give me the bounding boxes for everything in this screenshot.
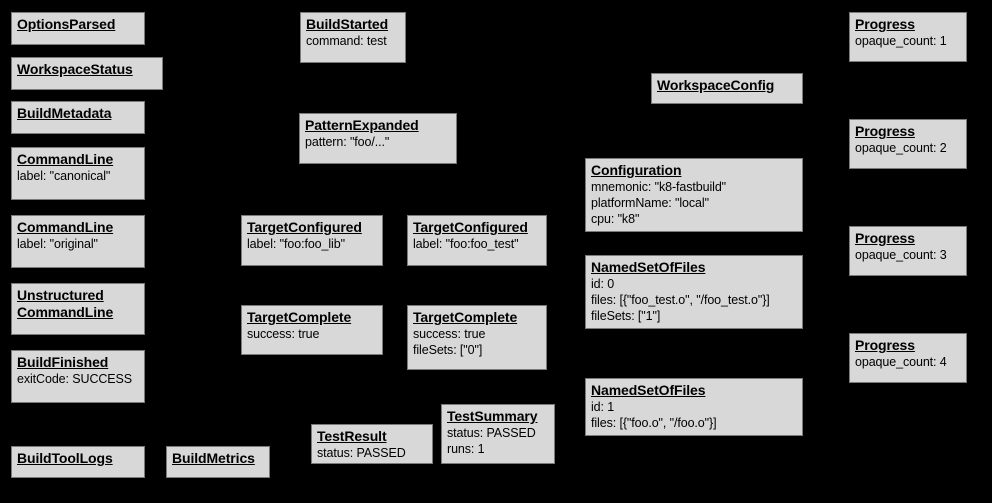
graph-node-title: CommandLine bbox=[17, 151, 114, 167]
graph-node-fields: opaque_count: 3 bbox=[855, 247, 961, 263]
graph-node-target-complete-lib[interactable]: TargetComplete success: true bbox=[241, 305, 383, 355]
graph-node-options-parsed[interactable]: OptionsParsed bbox=[11, 12, 145, 45]
graph-node-field: opaque_count: 1 bbox=[855, 34, 947, 48]
graph-node-fields: opaque_count: 4 bbox=[855, 354, 961, 370]
graph-node-fields: id: 1 files: [{"foo.o", "/foo.o"}] bbox=[591, 399, 797, 431]
graph-node-title: Configuration bbox=[591, 162, 682, 178]
graph-node-fields: status: PASSED bbox=[317, 445, 427, 461]
graph-node-title: BuildToolLogs bbox=[17, 450, 113, 466]
graph-node-test-result[interactable]: TestResult status: PASSED bbox=[311, 424, 433, 464]
graph-node-field: status: PASSED bbox=[447, 426, 536, 440]
graph-node-fields: opaque_count: 1 bbox=[855, 33, 961, 49]
graph-node-named-set-of-files-1[interactable]: NamedSetOfFiles id: 1 files: [{"foo.o", "/… bbox=[585, 378, 803, 436]
graph-node-title: TestResult bbox=[317, 428, 387, 444]
graph-node-command-line-original[interactable]: CommandLine label: "original" bbox=[11, 215, 145, 268]
graph-node-build-finished[interactable]: BuildFinished exitCode: SUCCESS bbox=[11, 350, 145, 403]
graph-node-test-summary[interactable]: TestSummary status: PASSED runs: 1 bbox=[441, 404, 555, 464]
graph-node-title: TestSummary bbox=[447, 408, 538, 424]
graph-node-progress-2[interactable]: Progress opaque_count: 2 bbox=[849, 119, 967, 169]
graph-node-title: TargetConfigured bbox=[413, 219, 528, 235]
graph-node-field: pattern: "foo/..." bbox=[305, 135, 390, 149]
graph-node-fields: command: test bbox=[306, 33, 400, 49]
graph-node-workspace-config[interactable]: WorkspaceConfig bbox=[651, 73, 803, 104]
graph-node-field: platformName: "local" bbox=[591, 196, 709, 210]
graph-node-field: label: "canonical" bbox=[17, 169, 111, 183]
graph-node-fields: opaque_count: 2 bbox=[855, 140, 961, 156]
graph-node-title: TargetConfigured bbox=[247, 219, 362, 235]
graph-node-title: Progress bbox=[855, 337, 915, 353]
graph-node-title: BuildMetadata bbox=[17, 105, 112, 121]
graph-node-fields: label: "foo:foo_test" bbox=[413, 236, 541, 252]
graph-node-title: BuildFinished bbox=[17, 354, 109, 370]
graph-node-build-started[interactable]: BuildStarted command: test bbox=[300, 12, 406, 63]
graph-node-field: command: test bbox=[306, 34, 387, 48]
graph-node-fields: mnemonic: "k8-fastbuild" platformName: "l… bbox=[591, 179, 797, 227]
graph-node-fields: label: "canonical" bbox=[17, 168, 139, 184]
graph-node-target-configured-foo-lib[interactable]: TargetConfigured label: "foo:foo_lib" bbox=[241, 215, 383, 266]
graph-node-title: PatternExpanded bbox=[305, 117, 419, 133]
graph-node-title: TargetComplete bbox=[413, 309, 518, 325]
graph-node-target-complete-test[interactable]: TargetComplete success: true fileSets: ["0… bbox=[407, 305, 547, 370]
graph-node-title: BuildMetrics bbox=[172, 450, 255, 466]
graph-node-build-tool-logs[interactable]: BuildToolLogs bbox=[11, 446, 145, 478]
graph-node-fields: exitCode: SUCCESS bbox=[17, 371, 139, 387]
graph-node-title: NamedSetOfFiles bbox=[591, 382, 706, 398]
graph-node-field: opaque_count: 2 bbox=[855, 141, 947, 155]
graph-node-title: Progress bbox=[855, 16, 915, 32]
graph-node-fields: id: 0 files: [{"foo_test.o", "/foo_test.o… bbox=[591, 276, 797, 324]
graph-node-fields: label: "foo:foo_lib" bbox=[247, 236, 377, 252]
graph-node-field: fileSets: ["1"] bbox=[591, 309, 661, 323]
graph-node-title: Progress bbox=[855, 123, 915, 139]
graph-node-title: CommandLine bbox=[17, 219, 114, 235]
graph-node-workspace-status[interactable]: WorkspaceStatus bbox=[11, 57, 163, 90]
graph-node-field: files: [{"foo_test.o", "/foo_test.o"}] bbox=[591, 293, 770, 307]
graph-node-progress-4[interactable]: Progress opaque_count: 4 bbox=[849, 333, 967, 383]
graph-node-title: WorkspaceStatus bbox=[17, 61, 133, 77]
graph-node-field: files: [{"foo.o", "/foo.o"}] bbox=[591, 416, 717, 430]
graph-node-field: opaque_count: 4 bbox=[855, 355, 947, 369]
graph-node-field: opaque_count: 3 bbox=[855, 248, 947, 262]
graph-node-fields: success: true fileSets: ["0"] bbox=[413, 326, 541, 358]
graph-node-command-line-canonical[interactable]: CommandLine label: "canonical" bbox=[11, 147, 145, 200]
graph-node-field: success: true bbox=[247, 327, 320, 341]
graph-node-title: TargetComplete bbox=[247, 309, 352, 325]
graph-node-target-configured-foo-test[interactable]: TargetConfigured label: "foo:foo_test" bbox=[407, 215, 547, 266]
graph-node-field: runs: 1 bbox=[447, 442, 485, 456]
graph-node-field: success: true bbox=[413, 327, 486, 341]
graph-node-title: BuildStarted bbox=[306, 16, 389, 32]
graph-node-fields: success: true bbox=[247, 326, 377, 342]
graph-node-field: id: 0 bbox=[591, 277, 615, 291]
graph-node-field: cpu: "k8" bbox=[591, 212, 640, 226]
graph-node-fields: label: "original" bbox=[17, 236, 139, 252]
graph-node-field: status: PASSED bbox=[317, 446, 406, 460]
graph-node-configuration[interactable]: Configuration mnemonic: "k8-fastbuild" pla… bbox=[585, 158, 803, 232]
graph-node-field: id: 1 bbox=[591, 400, 615, 414]
graph-node-progress-3[interactable]: Progress opaque_count: 3 bbox=[849, 226, 967, 276]
graph-node-field: label: "original" bbox=[17, 237, 98, 251]
graph-node-title: WorkspaceConfig bbox=[657, 77, 775, 93]
graph-node-field: exitCode: SUCCESS bbox=[17, 372, 133, 386]
graph-node-title: Progress bbox=[855, 230, 915, 246]
graph-node-build-metadata[interactable]: BuildMetadata bbox=[11, 101, 145, 134]
graph-node-title: NamedSetOfFiles bbox=[591, 259, 706, 275]
graph-node-fields: status: PASSED runs: 1 bbox=[447, 425, 549, 457]
graph-node-field: label: "foo:foo_lib" bbox=[247, 237, 345, 251]
graph-node-progress-1[interactable]: Progress opaque_count: 1 bbox=[849, 12, 967, 62]
graph-node-pattern-expanded[interactable]: PatternExpanded pattern: "foo/..." bbox=[299, 113, 457, 164]
graph-node-title: Unstructured CommandLine bbox=[17, 287, 114, 320]
graph-node-fields: pattern: "foo/..." bbox=[305, 134, 451, 150]
graph-node-field: label: "foo:foo_test" bbox=[413, 237, 519, 251]
graph-node-build-metrics[interactable]: BuildMetrics bbox=[166, 446, 270, 478]
graph-node-title: OptionsParsed bbox=[17, 16, 116, 32]
graph-node-field: fileSets: ["0"] bbox=[413, 343, 483, 357]
graph-node-unstructured-command-line[interactable]: Unstructured CommandLine bbox=[11, 283, 145, 335]
graph-node-field: mnemonic: "k8-fastbuild" bbox=[591, 180, 727, 194]
graph-node-named-set-of-files-0[interactable]: NamedSetOfFiles id: 0 files: [{"foo_test.o… bbox=[585, 255, 803, 329]
